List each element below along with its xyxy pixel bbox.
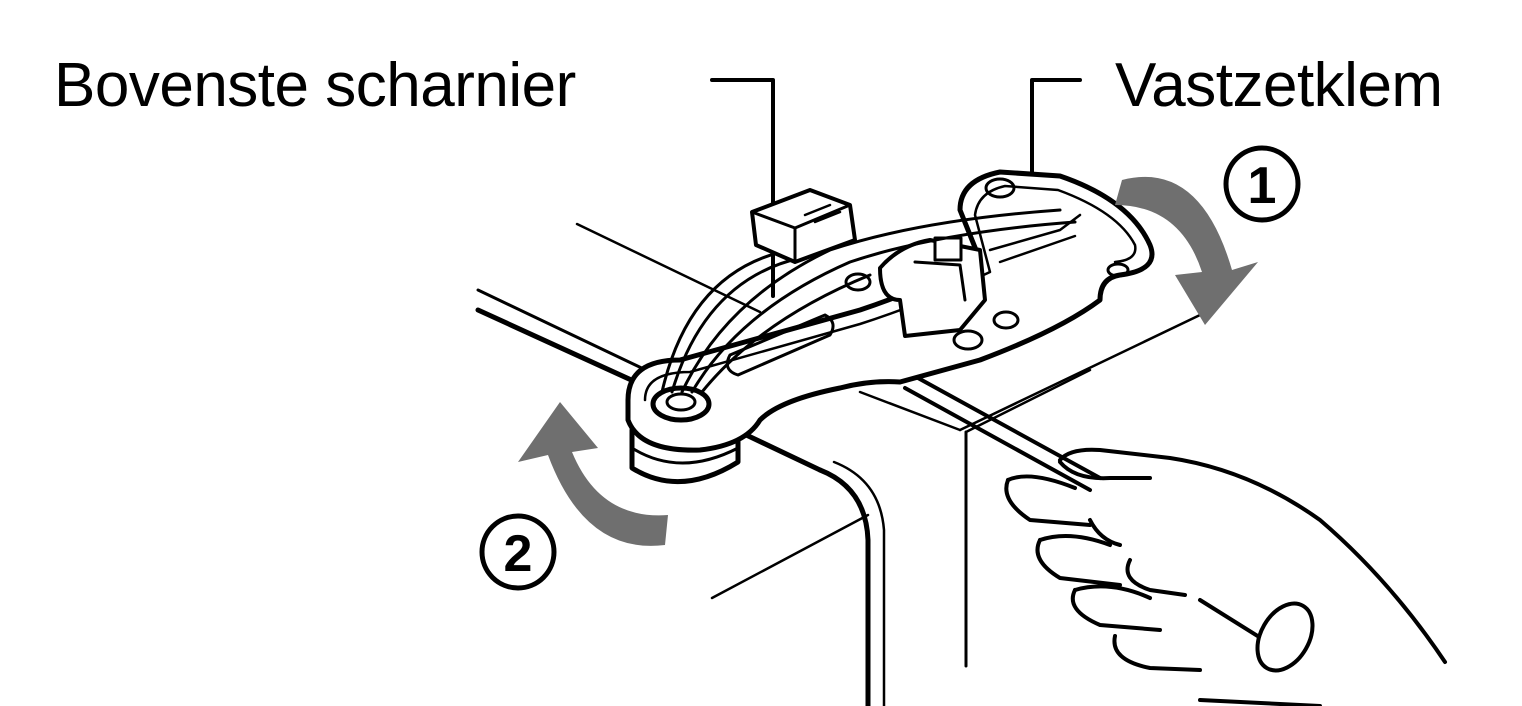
top-hinge-leader-line (710, 78, 775, 298)
wire-connector (750, 188, 857, 264)
locking-clamp (878, 213, 1082, 338)
refrigerator-cabinet (475, 222, 1202, 706)
step-2-marker: 2 (479, 513, 557, 591)
step-1-number: 1 (1248, 157, 1277, 215)
top-hinge-label: Bovenste scharnier (54, 51, 576, 120)
hand (1004, 447, 1447, 706)
step-1-marker: 1 (1223, 145, 1301, 223)
clamp-label: Vastzetklem (1115, 51, 1443, 120)
rotation-arrow-1 (1115, 176, 1258, 325)
rotation-arrow-2 (518, 402, 668, 546)
screwdriver (903, 376, 1315, 673)
step-2-number: 2 (504, 525, 533, 583)
